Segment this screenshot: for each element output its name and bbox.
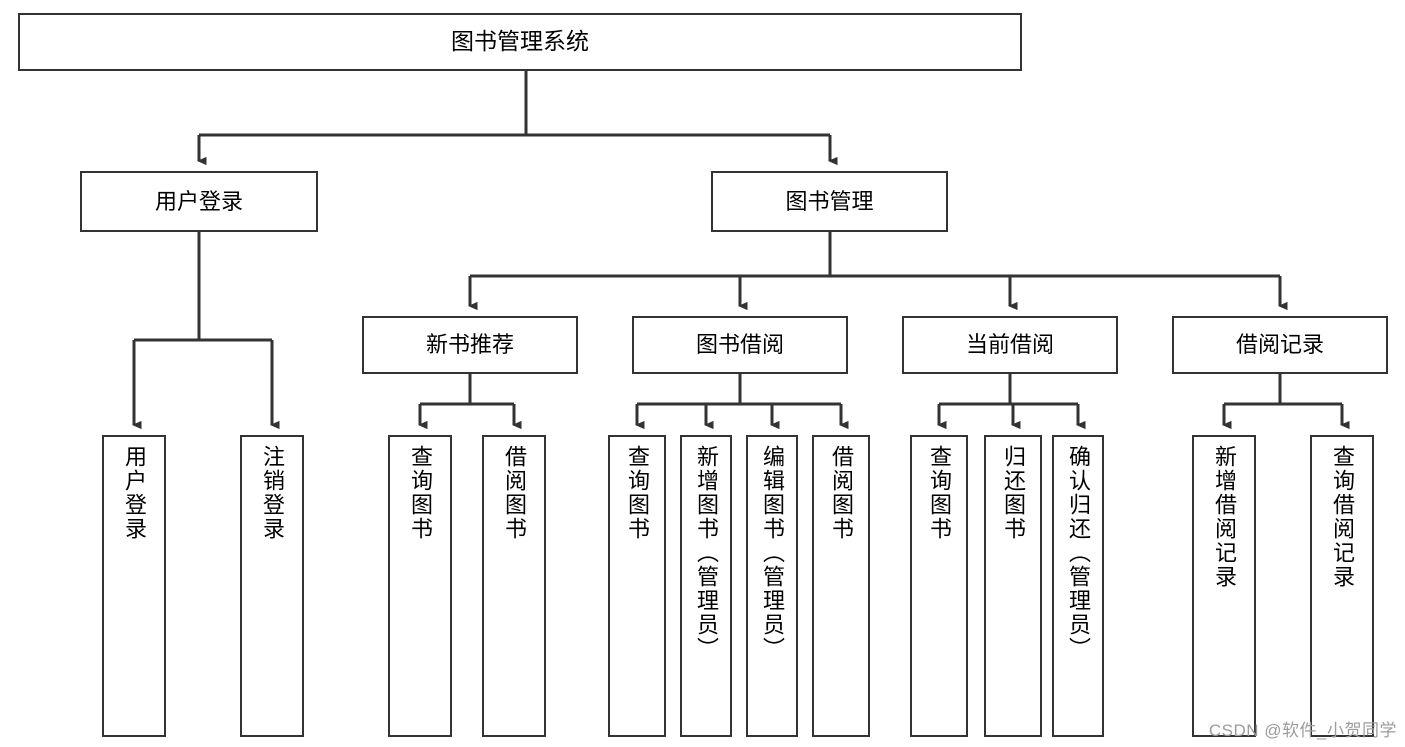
node-root-book-management-system[interactable]: 图书管理系统 bbox=[18, 13, 1022, 71]
node-leaf-query-book-recommend[interactable]: 查询图书 bbox=[388, 435, 452, 737]
node-leaf-add-book-admin[interactable]: 新增图书（管理员） bbox=[680, 435, 732, 737]
node-label: 图书管理系统 bbox=[451, 28, 589, 55]
node-label: 用户登录 bbox=[154, 188, 243, 214]
node-label: 查询借阅记录 bbox=[1330, 445, 1355, 589]
node-leaf-confirm-return-admin[interactable]: 确认归还（管理员） bbox=[1052, 435, 1104, 737]
node-leaf-add-borrow-record[interactable]: 新增借阅记录 bbox=[1192, 435, 1256, 737]
connector-book-manage-to-level3 bbox=[468, 232, 1288, 311]
node-label: 注销登录 bbox=[260, 445, 285, 541]
node-label: 归还图书 bbox=[1001, 445, 1026, 541]
node-label: 确认归还（管理员） bbox=[1066, 445, 1091, 661]
node-label: 查询图书 bbox=[625, 445, 650, 541]
connector-root-to-level2 bbox=[197, 71, 838, 166]
connector-borrow-record-to-leaves bbox=[1222, 374, 1350, 430]
node-label: 图书借阅 bbox=[695, 332, 784, 358]
node-label: 新增借阅记录 bbox=[1212, 445, 1237, 589]
node-book-management[interactable]: 图书管理 bbox=[711, 171, 948, 232]
node-leaf-edit-book-admin[interactable]: 编辑图书（管理员） bbox=[746, 435, 798, 737]
node-label: 借阅记录 bbox=[1235, 332, 1324, 358]
node-label: 新增图书（管理员） bbox=[694, 445, 719, 661]
node-label: 借阅图书 bbox=[829, 445, 854, 541]
node-leaf-logout-login[interactable]: 注销登录 bbox=[240, 435, 304, 737]
node-leaf-query-borrow-record[interactable]: 查询借阅记录 bbox=[1310, 435, 1374, 737]
node-label: 用户登录 bbox=[122, 445, 147, 541]
node-label: 查询图书 bbox=[927, 445, 952, 541]
node-leaf-return-book[interactable]: 归还图书 bbox=[984, 435, 1042, 737]
node-label: 图书管理 bbox=[785, 188, 874, 214]
node-leaf-borrow-book-recommend[interactable]: 借阅图书 bbox=[482, 435, 546, 737]
node-label: 当前借阅 bbox=[965, 332, 1054, 358]
connector-new-book-recommend-to-leaves bbox=[418, 374, 522, 430]
node-borrow-record[interactable]: 借阅记录 bbox=[1172, 316, 1388, 374]
node-current-borrow[interactable]: 当前借阅 bbox=[902, 316, 1118, 374]
connector-current-borrow-to-leaves bbox=[937, 374, 1086, 430]
node-user-login[interactable]: 用户登录 bbox=[80, 171, 318, 232]
node-leaf-user-login[interactable]: 用户登录 bbox=[102, 435, 166, 737]
connector-book-borrow-to-leaves bbox=[635, 374, 849, 430]
node-label: 新书推荐 bbox=[425, 332, 514, 358]
node-leaf-query-book-borrow[interactable]: 查询图书 bbox=[608, 435, 666, 737]
node-label: 借阅图书 bbox=[502, 445, 527, 541]
node-book-borrow[interactable]: 图书借阅 bbox=[632, 316, 848, 374]
connector-user-login-to-leaves bbox=[132, 232, 280, 430]
node-leaf-borrow-book[interactable]: 借阅图书 bbox=[812, 435, 870, 737]
node-label: 编辑图书（管理员） bbox=[760, 445, 785, 661]
node-leaf-query-book-current[interactable]: 查询图书 bbox=[910, 435, 968, 737]
node-new-book-recommend[interactable]: 新书推荐 bbox=[362, 316, 578, 374]
node-label: 查询图书 bbox=[408, 445, 433, 541]
